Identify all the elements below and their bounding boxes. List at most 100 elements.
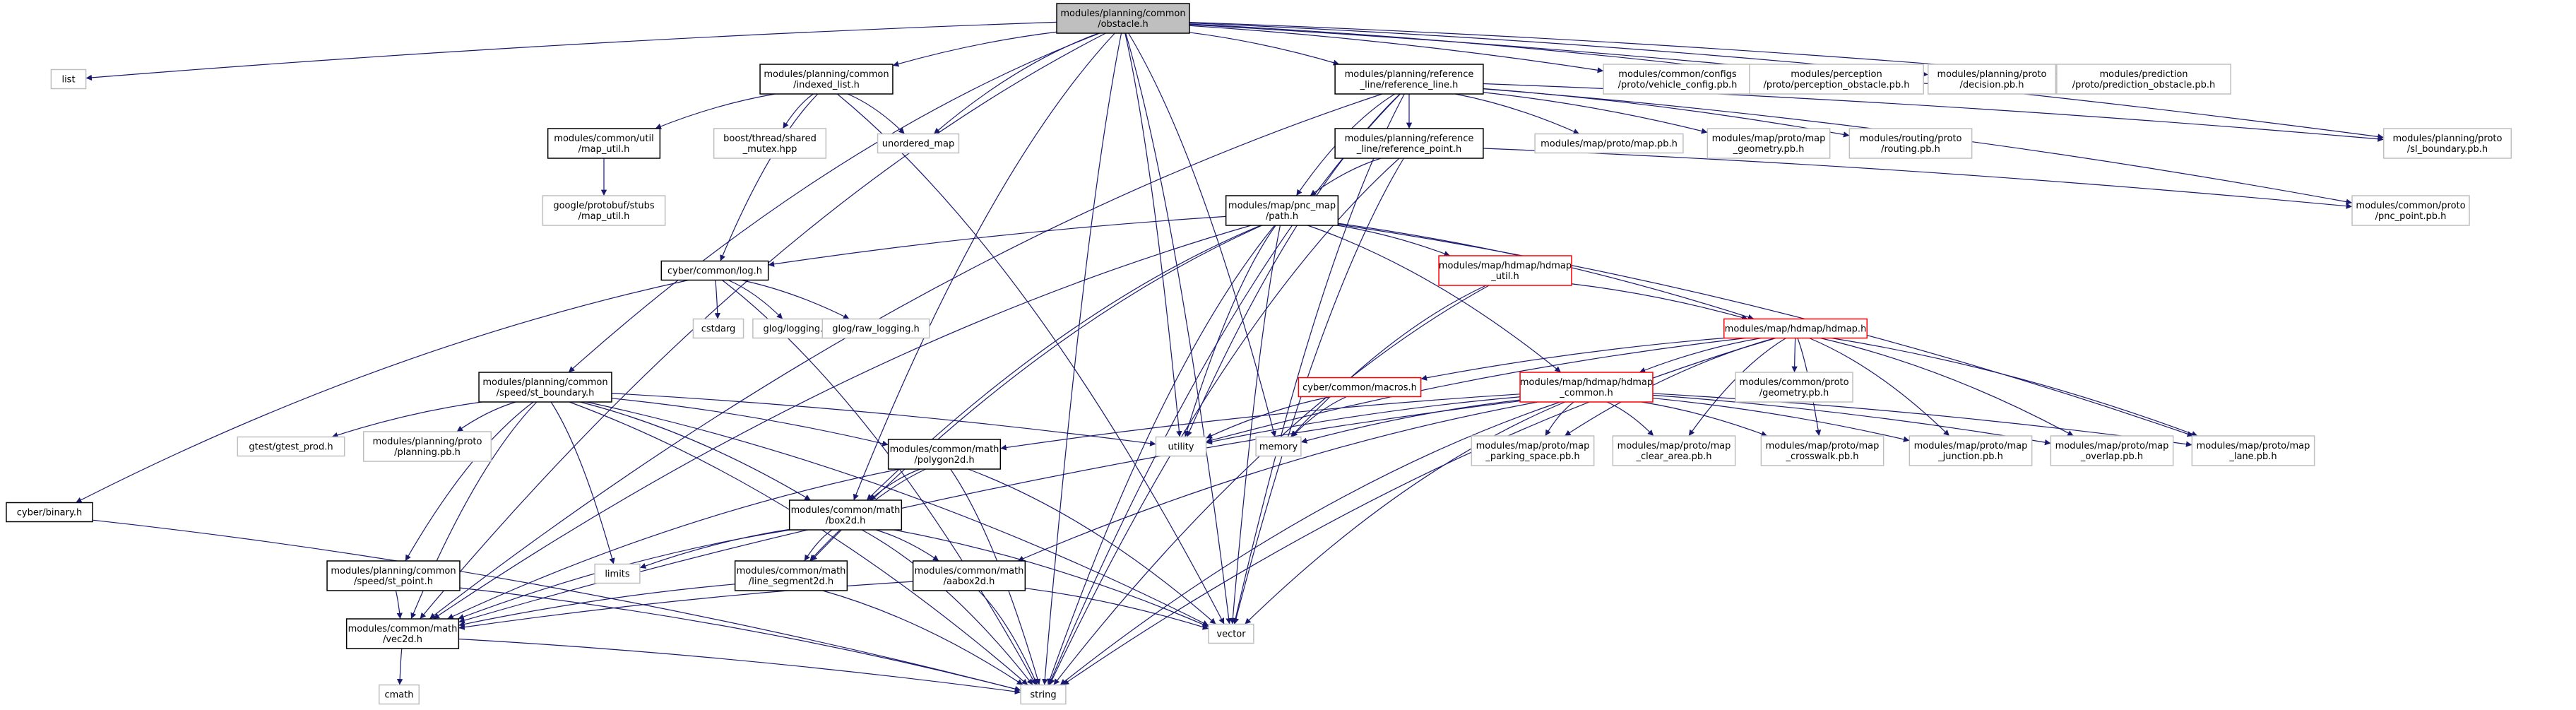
node-label: _common.h (1559, 388, 1613, 398)
node-binary[interactable]: cyber/binary.h (6, 502, 93, 523)
node-box (237, 436, 345, 457)
edge-polygon2d-to-string (950, 468, 1041, 685)
node-path[interactable]: modules/map/pnc_map/path.h (1225, 195, 1339, 226)
node-label: /indexed_list.h (793, 80, 860, 90)
node-clear-area: modules/map/proto/map_clear_area.pb.h (1612, 435, 1736, 466)
node-macros[interactable]: cyber/common/macros.h (1298, 377, 1422, 398)
node-label: _crosswalk.pb.h (1786, 451, 1859, 462)
node-label: /box2d.h (826, 516, 866, 526)
node-vehicle-config: modules/common/configs/proto/vehicle_con… (1603, 64, 1752, 95)
node-label: modules/common/configs (1618, 69, 1737, 80)
node-label: glog/logging.h (764, 324, 829, 335)
node-lane: modules/map/proto/map_lane.pb.h (2191, 435, 2315, 466)
edge-reference-line-to-utility (1186, 93, 1401, 437)
node-string: string (1020, 684, 1067, 705)
node-label: modules/planning/proto (2393, 134, 2503, 144)
node-junction: modules/map/proto/map_junction.pb.h (1909, 435, 2033, 466)
node-line-segment2d[interactable]: modules/common/math/line_segment2d.h (734, 560, 848, 591)
node-box (2351, 195, 2470, 226)
node-reference-point[interactable]: modules/planning/reference_line/referenc… (1334, 128, 1484, 159)
node-vec2d[interactable]: modules/common/math/vec2d.h (345, 618, 460, 649)
node-label: /path.h (1266, 211, 1298, 222)
node-cmath: cmath (379, 684, 420, 705)
node-label: _mutex.hpp (742, 144, 797, 155)
node-polygon2d[interactable]: modules/common/math/polygon2d.h (887, 439, 1002, 470)
node-memory: memory (1255, 436, 1302, 457)
edge-path-to-lane (1338, 224, 2194, 437)
node-label: modules/common/math (890, 444, 999, 455)
node-aabox2d[interactable]: modules/common/math/aabox2d.h (912, 560, 1026, 591)
node-box (1334, 64, 1484, 95)
edge-reference-line-to-map-pb (1455, 93, 1580, 135)
node-box (1612, 435, 1736, 466)
node-label: /geometry.pb.h (1759, 388, 1829, 398)
node-hdmap-common[interactable]: modules/map/hdmap/hdmap_common.h (1519, 372, 1654, 403)
node-label: modules/common/proto (2356, 201, 2465, 211)
node-box (50, 69, 87, 90)
node-hdmap[interactable]: modules/map/hdmap/hdmap.h (1723, 318, 1868, 339)
edge-st-boundary-to-planning-pb (456, 401, 516, 432)
edge-hdmap-common-to-lane (1652, 393, 2192, 447)
node-log[interactable]: cyber/common/log.h (660, 260, 769, 281)
node-label: modules/planning/proto (1937, 69, 2047, 80)
node-box (345, 618, 460, 649)
edge-hdmap-common-to-clear-area (1606, 401, 1654, 437)
node-box (912, 560, 1026, 591)
node-label: google/protobuf/stubs (553, 201, 655, 211)
node-label: _util.h (1490, 271, 1519, 282)
edge-reference-point-to-path (1310, 158, 1382, 196)
node-label: _junction.pb.h (1937, 451, 2003, 462)
edge-hdmap-to-common-geometry (1791, 338, 1798, 373)
node-label: _line/reference_line.h (1360, 80, 1459, 90)
edge-hdmap-util-to-string (1053, 285, 1490, 685)
node-label: _overlap.pb.h (2080, 451, 2143, 462)
node-label: /routing.pb.h (1881, 144, 1940, 155)
node-label: modules/map/proto/map (1476, 441, 1590, 451)
node-sl-boundary: modules/planning/proto/sl_boundary.pb.h (2382, 128, 2512, 159)
edge-path-to-utility (1184, 225, 1276, 437)
node-box (2050, 435, 2174, 466)
edge-hdmap-to-hdmap-common (1639, 337, 1762, 373)
node-label: modules/map/hdmap/hdmap.h (1725, 324, 1867, 335)
edge-indexed-list-to-log (720, 93, 819, 261)
node-box2d[interactable]: modules/common/math/box2d.h (788, 499, 903, 531)
node-label: modules/planning/common (331, 566, 456, 576)
node-vector: vector (1208, 623, 1254, 644)
node-label: memory (1259, 442, 1298, 453)
node-obstacle[interactable]: modules/planning/common/obstacle.h (1056, 3, 1190, 34)
edge-obstacle-to-string (1042, 32, 1122, 685)
node-label: string (1030, 690, 1056, 701)
node-label: gtest/gtest_prod.h (249, 442, 333, 453)
edge-macros-to-memory (1291, 396, 1347, 437)
edge-obstacle-to-reference-line (1189, 32, 1340, 66)
node-pnc-point: modules/common/proto/pnc_point.pb.h (2351, 195, 2470, 226)
node-box (2191, 435, 2315, 466)
node-st-point[interactable]: modules/planning/common/speed/st_point.h (326, 560, 461, 591)
node-reference-line[interactable]: modules/planning/reference_line/referenc… (1334, 64, 1484, 95)
edge-hdmap-common-to-crosswalk (1641, 401, 1768, 437)
node-label: modules/map/proto/map.pb.h (1541, 139, 1678, 150)
node-label: modules/common/util (554, 134, 653, 144)
edge-aabox2d-to-vec2d (458, 581, 913, 630)
node-label: /proto/vehicle_config.pb.h (1618, 80, 1738, 90)
node-hdmap-util[interactable]: modules/map/hdmap/hdmap_util.h (1438, 255, 1572, 286)
node-st-boundary[interactable]: modules/planning/common/speed/st_boundar… (478, 372, 612, 403)
node-label: /speed/st_boundary.h (497, 388, 595, 398)
edge-log-to-cstdarg (714, 280, 721, 319)
node-box (692, 318, 744, 339)
node-box (1735, 372, 1853, 403)
node-map-util[interactable]: modules/common/util/map_util.h (547, 128, 661, 159)
edge-st-boundary-to-vector (586, 401, 1209, 627)
node-parking-space: modules/map/proto/map_parking_space.pb.h (1471, 435, 1595, 466)
node-planning-pb: modules/planning/proto/planning.pb.h (362, 431, 492, 462)
node-list: list (50, 69, 87, 90)
node-label: modules/map/proto/map (1766, 441, 1880, 451)
edge-box2d-to-line-segment2d (804, 529, 833, 562)
edge-st-boundary-to-polygon2d (611, 398, 889, 446)
edge-path-to-vector (1230, 225, 1281, 625)
edge-polygon2d-to-box2d (869, 468, 921, 501)
node-indexed-list[interactable]: modules/planning/common/indexed_list.h (759, 64, 894, 95)
node-label: /polygon2d.h (914, 455, 974, 466)
node-label: modules/map/hdmap/hdmap (1439, 261, 1572, 271)
edge-path-to-vec2d (433, 225, 1252, 620)
